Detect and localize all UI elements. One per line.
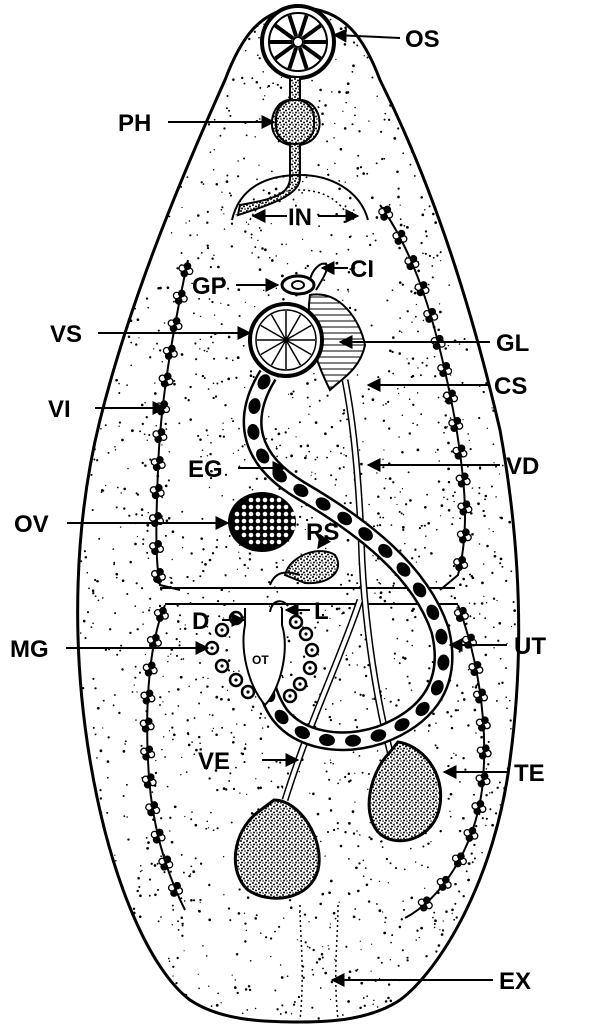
label-rs: RS	[306, 519, 339, 546]
label-eg: EG	[188, 456, 223, 483]
label-ov: OV	[14, 511, 49, 538]
label-vs: VS	[50, 321, 82, 348]
ventral-sucker	[250, 304, 322, 376]
ovary	[228, 492, 296, 552]
label-gp: GP	[192, 273, 227, 300]
label-ot: OT	[252, 653, 269, 667]
label-ci: CI	[350, 256, 374, 283]
label-ut: UT	[514, 633, 546, 660]
label-te: TE	[514, 760, 545, 787]
genital-pore	[282, 276, 314, 294]
label-in: IN	[288, 204, 312, 231]
label-mg: MG	[10, 636, 49, 663]
label-vi: VI	[48, 396, 71, 423]
label-gl: GL	[496, 330, 529, 357]
label-ph: PH	[118, 110, 151, 137]
label-ve: VE	[198, 748, 230, 775]
label-ex: EX	[499, 968, 531, 995]
oral-sucker	[262, 6, 334, 78]
label-l: L	[314, 598, 329, 625]
label-os: OS	[405, 26, 440, 53]
label-d: D	[192, 608, 209, 635]
label-vd: VD	[506, 453, 539, 480]
label-cs: CS	[494, 373, 527, 400]
